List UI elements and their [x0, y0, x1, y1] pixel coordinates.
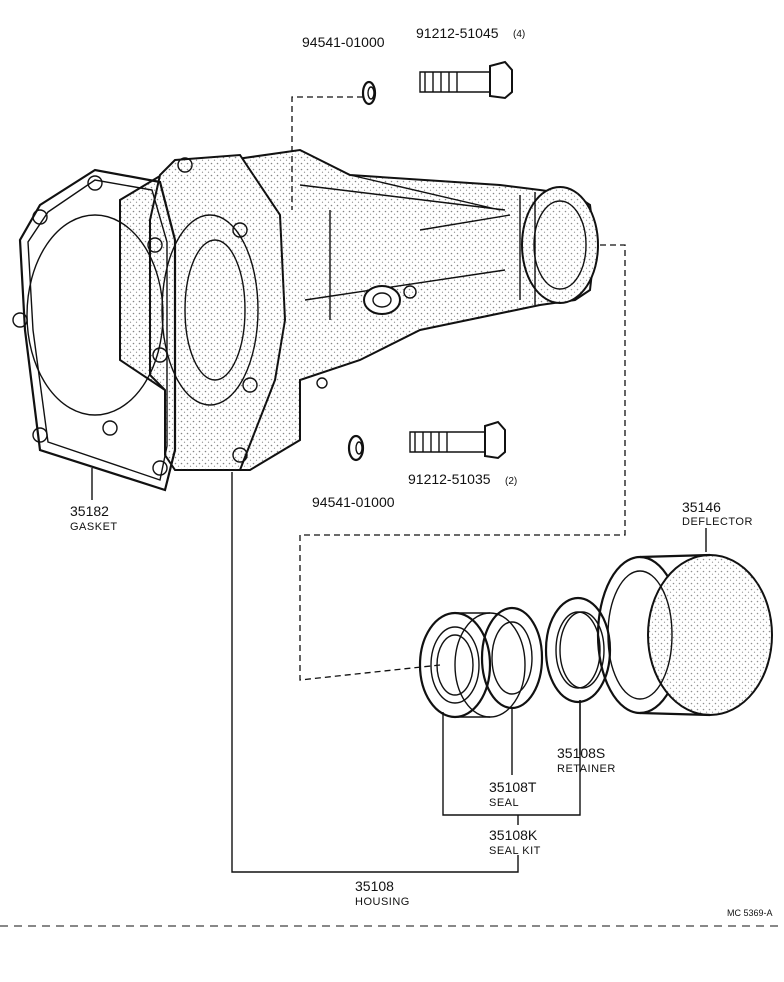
gasket-drawing: [12, 168, 177, 492]
retainer-part-name: RETAINER: [557, 763, 616, 775]
bolt-bottom-quantity: (2): [505, 476, 517, 487]
bolt-top-drawing: [419, 60, 513, 100]
seal-part-name: SEAL: [489, 797, 519, 809]
gasket-part-number: 35182: [70, 503, 109, 519]
retainer-part-number: 35108S: [557, 745, 605, 761]
bolt-top-part-number: 91212-51045: [416, 25, 499, 41]
housing-drawing: [119, 148, 599, 471]
deflector-part-name: DEFLECTOR: [682, 516, 753, 528]
bolt-bottom-drawing: [409, 420, 506, 460]
housing-part-name: HOUSING: [355, 896, 410, 908]
leader-lines: [91, 468, 707, 873]
retainer-drawing: [544, 596, 612, 704]
deflector-part-number: 35146: [682, 499, 721, 515]
washer-bottom-part-number: 94541-01000: [312, 494, 395, 510]
seal-drawing: [418, 611, 526, 719]
deflector-drawing: [596, 553, 773, 717]
housing-part-number: 35108: [355, 878, 394, 894]
seal-part-number: 35108T: [489, 779, 537, 795]
seal-kit-part-name: SEAL KIT: [489, 845, 541, 857]
washer-top-drawing: [361, 80, 377, 106]
rear-dashed-leader: [299, 244, 626, 681]
retainer-ring-drawing: [480, 606, 544, 710]
bolt-bottom-part-number: 91212-51035: [408, 471, 491, 487]
top-bolt-dashed-leader: [291, 96, 363, 210]
washer-top-part-number: 94541-01000: [302, 34, 385, 50]
bolt-top-quantity: (4): [513, 29, 525, 40]
figure-code: MC 5369-A: [727, 908, 773, 918]
gasket-part-name: GASKET: [70, 521, 118, 533]
washer-bottom-drawing: [347, 434, 365, 462]
seal-kit-part-number: 35108K: [489, 827, 538, 843]
